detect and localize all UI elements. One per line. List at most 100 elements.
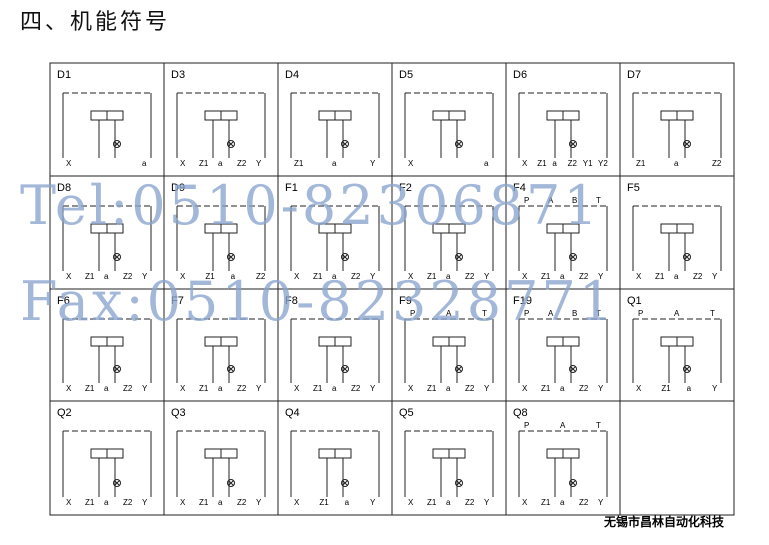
cell-code-label: F5 xyxy=(627,182,640,194)
port-label: Z1 xyxy=(199,498,209,507)
port-label: Z1 xyxy=(541,498,551,507)
port-label: Z1 xyxy=(199,384,209,393)
cell-code-label: D7 xyxy=(627,69,641,81)
port-label: A xyxy=(674,309,680,318)
port-label: Z1 xyxy=(319,498,329,507)
cell-code-label: F7 xyxy=(171,295,184,307)
port-label: X xyxy=(522,159,528,168)
port-label: T xyxy=(596,309,601,318)
port-label: X xyxy=(522,272,528,281)
port-label: T xyxy=(710,309,715,318)
port-label: Y xyxy=(370,159,376,168)
port-label: T xyxy=(596,421,601,430)
port-label: Z2 xyxy=(237,384,247,393)
port-label: X xyxy=(180,159,186,168)
port-label: Z1 xyxy=(537,159,547,168)
port-label: Z2 xyxy=(579,498,589,507)
port-label: a xyxy=(484,159,489,168)
cell-code-label: D1 xyxy=(57,69,71,81)
cell-code-label: D8 xyxy=(57,182,71,194)
port-label: Z2 xyxy=(465,384,475,393)
port-label: a xyxy=(687,384,692,393)
cell-code-label: Q5 xyxy=(399,407,414,419)
port-label: Y xyxy=(256,159,262,168)
port-label: Z2 xyxy=(123,384,133,393)
cell-code-label: D9 xyxy=(171,182,185,194)
port-label: Z2 xyxy=(256,272,266,281)
port-label: A xyxy=(548,309,554,318)
port-label: P xyxy=(410,309,415,318)
port-label: X xyxy=(66,272,72,281)
port-label: Z2 xyxy=(237,159,247,168)
symbol-cell-q3: Q3X Z1 a Z2 Y xyxy=(171,407,266,507)
port-label: Z2 xyxy=(237,498,247,507)
port-label: a xyxy=(104,384,109,393)
port-label: X xyxy=(180,498,186,507)
port-label: Z1 xyxy=(85,498,95,507)
cell-code-label: Q3 xyxy=(171,407,186,419)
port-label: P xyxy=(524,309,529,318)
port-label: Y xyxy=(484,498,490,507)
port-label: X xyxy=(408,159,414,168)
port-label: a xyxy=(332,272,337,281)
port-label: P xyxy=(638,309,643,318)
port-label: Z1 xyxy=(541,384,551,393)
port-label: a xyxy=(142,159,147,168)
port-label: B xyxy=(572,309,577,318)
port-label: a xyxy=(218,498,223,507)
cell-code-label: D5 xyxy=(399,69,413,81)
port-label: Y xyxy=(256,498,262,507)
cell-code-label: Q8 xyxy=(513,407,528,419)
port-label: Z2 xyxy=(123,272,133,281)
port-label: T xyxy=(596,196,601,205)
port-label: Z2 xyxy=(465,498,475,507)
port-label: X xyxy=(408,384,414,393)
cell-code-label: F1 xyxy=(285,182,298,194)
port-label: Z1 xyxy=(636,159,646,168)
port-label: T xyxy=(482,309,487,318)
port-label: a xyxy=(231,272,236,281)
cell-code-label: Q4 xyxy=(285,407,300,419)
port-label: Y xyxy=(256,384,262,393)
cell-code-label: F8 xyxy=(285,295,298,307)
port-label: X xyxy=(294,272,300,281)
port-label: Z1 xyxy=(85,384,95,393)
port-label: Y xyxy=(598,498,604,507)
port-label: X xyxy=(66,384,72,393)
port-label: Z1 xyxy=(427,384,437,393)
port-label: Y xyxy=(370,384,376,393)
port-label: X xyxy=(408,272,414,281)
cell-code-label: F6 xyxy=(57,295,70,307)
port-label: a xyxy=(332,159,337,168)
port-label: X xyxy=(66,498,72,507)
port-label: Y xyxy=(484,384,490,393)
port-label: Z1 xyxy=(313,384,323,393)
port-label: Y xyxy=(712,272,718,281)
port-label: Z2 xyxy=(351,384,361,393)
port-label: X xyxy=(408,498,414,507)
port-label: Y xyxy=(142,272,148,281)
cell-code-label: F2 xyxy=(399,182,412,194)
port-label: a xyxy=(560,498,565,507)
port-label: Z1 xyxy=(655,272,665,281)
port-label: Z2 xyxy=(579,272,589,281)
port-label: Z1 xyxy=(85,272,95,281)
port-label: A xyxy=(560,421,566,430)
port-label: P xyxy=(524,421,529,430)
port-label: B xyxy=(572,196,577,205)
port-label: a xyxy=(104,272,109,281)
